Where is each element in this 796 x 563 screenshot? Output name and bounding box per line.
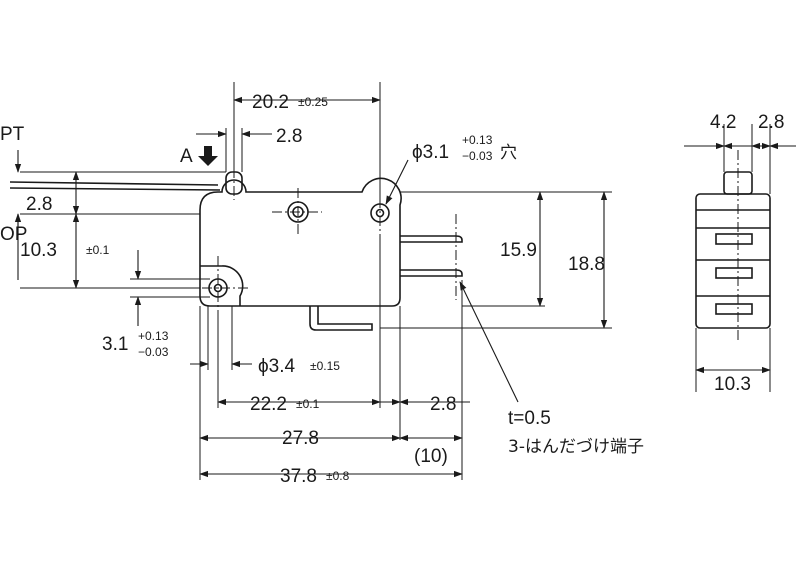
dim-body-length: 27.8 bbox=[282, 428, 319, 449]
dim-plunger-width: 2.8 bbox=[276, 126, 302, 147]
dim-outer-height: 18.8 bbox=[568, 254, 605, 275]
dim-hole-top-suffix: 穴 bbox=[500, 143, 517, 163]
dim-hole-top: ϕ3.1 bbox=[412, 142, 449, 163]
dim-hole-bottom-v: 3.1 bbox=[102, 334, 128, 355]
terminal-bottom bbox=[309, 306, 373, 331]
dim-pitch: 22.2 bbox=[250, 394, 287, 415]
dim-inner-height: 15.9 bbox=[500, 240, 537, 261]
dim-total-length-tol: ±0.8 bbox=[326, 469, 350, 483]
dim-total-length: 37.8 bbox=[280, 466, 317, 487]
label-view-a: A bbox=[180, 146, 193, 167]
actuator-lever bbox=[9, 181, 219, 186]
front-view: PT OP A 20.2 ±0.25 2.8 ϕ3.1 +0.13 −0.03 … bbox=[0, 82, 644, 487]
dim-hole-bottom-tol-plus: +0.13 bbox=[138, 329, 169, 343]
dim-width-top-tol: ±0.25 bbox=[298, 95, 328, 109]
side-view: 4.2 2.8 10.3 bbox=[684, 112, 796, 395]
side-body bbox=[695, 193, 771, 329]
label-op: OP bbox=[0, 224, 27, 245]
switch-body-outline bbox=[199, 177, 402, 307]
dim-op-tol: ±0.1 bbox=[86, 243, 110, 257]
label-pt: PT bbox=[0, 124, 25, 145]
note-thickness: t=0.5 bbox=[508, 408, 551, 429]
dim-side-width: 10.3 bbox=[714, 374, 751, 395]
terminal-lower bbox=[400, 269, 463, 277]
dim-hole-bottom-dia-tol: ±0.15 bbox=[310, 359, 340, 373]
dim-side-w2: 2.8 bbox=[758, 112, 784, 133]
dim-width-top: 20.2 bbox=[252, 92, 289, 113]
dim-side-w1: 4.2 bbox=[710, 112, 736, 133]
dim-hole-bottom-dia: ϕ3.4 bbox=[258, 356, 295, 377]
dim-op: 10.3 bbox=[20, 240, 57, 261]
note-terminal: 3-はんだづけ端子 bbox=[508, 437, 644, 457]
dim-terminal-length: (10) bbox=[414, 446, 448, 467]
dim-hole-bottom-tol-minus: −0.03 bbox=[138, 345, 169, 359]
terminal-upper bbox=[400, 235, 463, 243]
dim-terminal-offset: 2.8 bbox=[430, 394, 456, 415]
dim-hole-top-tol-plus: +0.13 bbox=[462, 133, 493, 147]
dim-hole-top-tol-minus: −0.03 bbox=[462, 149, 493, 163]
dim-pitch-tol: ±0.1 bbox=[296, 397, 320, 411]
dim-pt: 2.8 bbox=[26, 194, 52, 215]
mount-boss-bottom bbox=[200, 265, 244, 306]
view-arrow-a bbox=[198, 146, 218, 166]
